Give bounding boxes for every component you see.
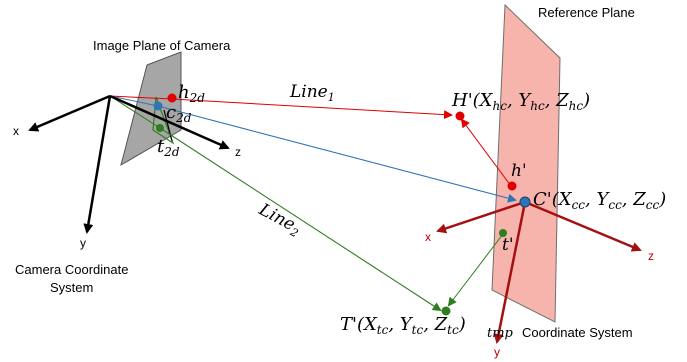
image-plane: [120, 51, 182, 167]
blue-ray: [157, 105, 517, 203]
ref-y-label: y: [494, 345, 500, 359]
ref-z-axis: [524, 200, 642, 252]
camera-y-axis: [83, 95, 112, 234]
label-h-ref: h': [511, 161, 527, 181]
label-H-coords: H'(Xhc, Yhc, Zhc): [451, 90, 590, 113]
t-to-T-line: [447, 233, 504, 307]
point-t-ref: [499, 229, 507, 237]
ray-red-origin: [109, 95, 173, 100]
label-t-ref: t': [502, 235, 514, 255]
point-t2d: [156, 124, 164, 132]
label-T-coords: T'(Xtc, Ytc, Ztc): [340, 314, 466, 337]
ray-blue-origin: [109, 95, 159, 107]
image-plane-label: Image Plane of Camera: [93, 38, 231, 53]
point-H: [455, 111, 465, 121]
camera-x-axis: [28, 94, 111, 132]
image-dash-line: [163, 109, 173, 142]
label-h2d: h2d: [178, 82, 205, 105]
h-to-H-line: [460, 118, 512, 187]
label-C-coords: C'(Xcc, Ycc, Zcc): [533, 189, 666, 212]
reference-plane-label: Reference Plane: [538, 5, 635, 20]
camera-z-axis: [109, 94, 230, 150]
ref-y-axis: [493, 201, 527, 344]
ray-green-origin: [109, 95, 161, 129]
label-c2d: c2d: [166, 102, 192, 125]
camera-z-label: z: [235, 145, 241, 159]
camera-y-label: y: [80, 236, 86, 250]
camera-x-label: x: [13, 124, 19, 138]
line1-ray: [171, 98, 453, 120]
label-line1: Line1: [289, 82, 335, 104]
line2-ray: [159, 127, 442, 312]
ref-x-axis: [436, 200, 526, 234]
ref-z-label: z: [648, 249, 654, 263]
ref-x-label: x: [425, 230, 431, 244]
point-h2d: [167, 93, 177, 103]
camera-cs-label-2: System: [50, 280, 93, 295]
point-T: [441, 306, 451, 316]
camera-cs-label-1: Camera Coordinate: [15, 262, 128, 277]
point-h-ref: [507, 181, 517, 191]
tmp-cs-prefix: tmp: [487, 326, 514, 341]
point-C: [519, 196, 531, 208]
point-c2d: [153, 101, 163, 111]
label-t2d: t2d: [157, 136, 180, 159]
tmp-cs-label: Coordinate System: [522, 325, 633, 340]
